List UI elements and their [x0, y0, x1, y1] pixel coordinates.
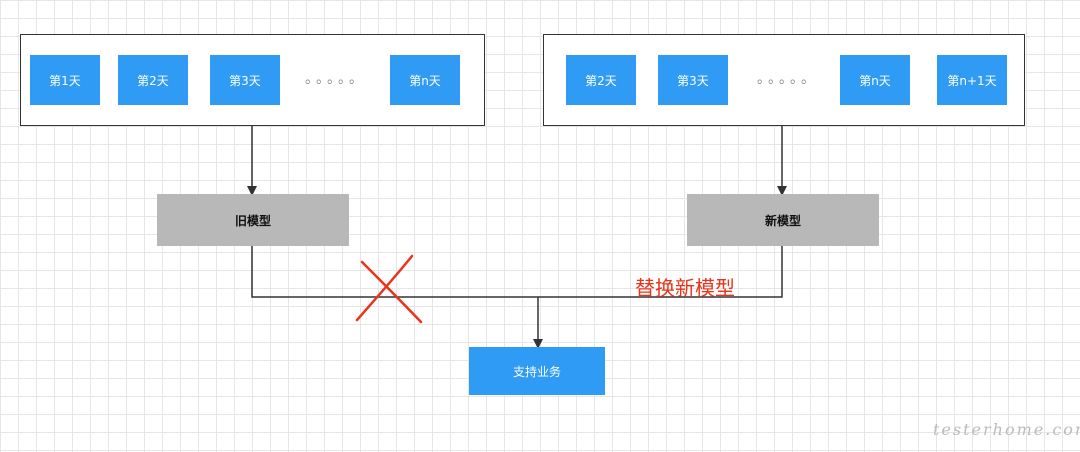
new-model-box: 新模型	[687, 194, 879, 246]
left-day-box-1: 第1天	[30, 55, 100, 105]
replace-new-model-annotation: 替换新模型	[635, 276, 735, 300]
line-old-model-to-junction	[251, 246, 538, 298]
right-days-group: 第2天 第3天 。。。。。 第n天 第n+1天	[543, 34, 1025, 126]
left-day-box-3: 第3天	[210, 55, 280, 105]
right-day-box-n-plus-1: 第n+1天	[937, 55, 1007, 105]
right-day-box-n: 第n天	[840, 55, 910, 105]
left-day-box-n: 第n天	[390, 55, 460, 105]
left-ellipsis: 。。。。。	[305, 71, 367, 87]
red-cross-stroke-2	[355, 254, 414, 322]
right-day-box-3: 第3天	[658, 55, 728, 105]
support-business-box: 支持业务	[469, 347, 605, 395]
watermark-text: testerhome.com	[933, 420, 1080, 439]
old-model-box: 旧模型	[157, 194, 349, 246]
line-new-model-to-junction	[538, 246, 783, 298]
right-ellipsis: 。。。。。	[757, 71, 819, 87]
red-cross-stroke-1	[360, 260, 423, 324]
left-days-group: 第1天 第2天 第3天 。。。。。 第n天	[20, 34, 485, 126]
left-day-box-2: 第2天	[118, 55, 188, 105]
right-day-box-2: 第2天	[566, 55, 636, 105]
